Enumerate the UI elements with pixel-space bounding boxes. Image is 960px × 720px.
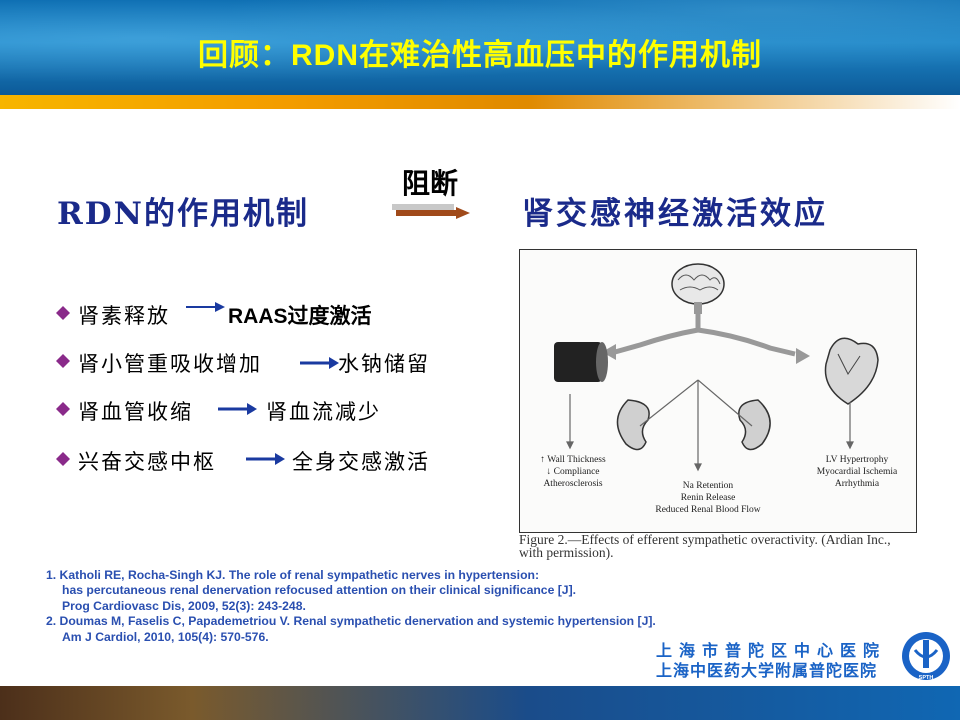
accent-stripe bbox=[0, 95, 960, 109]
figure-label: ↑ Wall Thickness bbox=[540, 455, 606, 465]
mechanism-cause: 肾血管收缩 bbox=[78, 400, 193, 424]
left-effects: ↑ Wall Thickness ↓ Compliance Atheroscle… bbox=[528, 454, 618, 490]
caption-line: with permission). bbox=[519, 545, 614, 560]
right-heading: 肾交感神经激活效应 bbox=[522, 196, 828, 232]
hospital-logo-icon: SPTH bbox=[902, 632, 950, 681]
slide-title: 回顾：RDN在难治性高血压中的作用机制 bbox=[198, 39, 762, 72]
figure-caption: Figure 2.—Effects of efferent sympatheti… bbox=[519, 532, 929, 560]
diamond-bullet-icon bbox=[56, 452, 70, 466]
reference-line: 1. Katholi RE, Rocha-Singh KJ. The role … bbox=[46, 568, 540, 582]
institution-affiliation: 上海中医药大学附属普陀医院 bbox=[656, 661, 878, 680]
mechanism-effect: 全身交感激活 bbox=[292, 450, 430, 474]
arrow-right-icon bbox=[300, 357, 339, 369]
arrow-left-icon bbox=[602, 344, 616, 360]
figure-label: LV Hypertrophy bbox=[825, 455, 889, 465]
figure-label: Myocardial Ischemia bbox=[816, 467, 898, 477]
heart-icon bbox=[824, 337, 879, 405]
block-label: 阻断 bbox=[402, 167, 459, 200]
center-effects: Na Retention Renin Release Reduced Renal… bbox=[628, 480, 788, 516]
block-arrow-icon bbox=[392, 204, 470, 219]
figure-label: ↓ Compliance bbox=[546, 467, 600, 477]
figure-label: Atherosclerosis bbox=[543, 479, 603, 489]
right-effects: LV Hypertrophy Myocardial Ischemia Arrhy… bbox=[804, 454, 910, 490]
arrow-right-icon bbox=[218, 403, 257, 415]
figure-label: Renin Release bbox=[680, 493, 736, 503]
references: 1. Katholi RE, Rocha-Singh KJ. The role … bbox=[46, 568, 656, 645]
header-banner: 回顾：RDN在难治性高血压中的作用机制 bbox=[0, 0, 960, 95]
arrow-right-icon bbox=[246, 453, 285, 465]
reference-line: 2. Doumas M, Faselis C, Papademetriou V.… bbox=[46, 614, 656, 629]
arrow-right-icon bbox=[796, 348, 810, 364]
header-glow bbox=[0, 0, 960, 95]
footer-band bbox=[0, 686, 960, 720]
mechanism-effect: RAAS过度激活 bbox=[228, 305, 372, 328]
diamond-bullet-icon bbox=[56, 306, 70, 320]
reference-line: has percutaneous renal denervation refoc… bbox=[62, 583, 577, 598]
kidney-right-icon bbox=[738, 399, 771, 451]
mechanism-cause: 肾小管重吸收增加 bbox=[78, 352, 262, 376]
figure-label: Arrhythmia bbox=[834, 479, 880, 489]
arrow-right-icon bbox=[186, 302, 225, 312]
kidney-left-icon bbox=[616, 399, 650, 451]
nerve-paths bbox=[614, 312, 796, 357]
figure-diagram bbox=[554, 263, 879, 472]
artery-icon bbox=[554, 342, 608, 382]
left-heading: RDN的作用机制 bbox=[57, 196, 309, 232]
figure-label: Reduced Renal Blood Flow bbox=[655, 505, 761, 515]
diamond-bullet-icon bbox=[56, 402, 70, 416]
down-arrows bbox=[566, 379, 854, 472]
caption-line: Figure 2.—Effects of efferent sympatheti… bbox=[519, 532, 891, 547]
mechanism-cause: 肾素释放 bbox=[78, 304, 170, 328]
diamond-bullet-icon bbox=[56, 354, 70, 368]
reference-line: Am J Cardiol, 2010, 105(4): 570-576. bbox=[62, 629, 269, 644]
svg-text:SPTH: SPTH bbox=[919, 675, 934, 681]
mechanism-effect: 肾血流减少 bbox=[266, 400, 381, 424]
sympathetic-effects-figure: ↑ Wall Thickness ↓ Compliance Atheroscle… bbox=[519, 249, 917, 533]
brain-icon bbox=[671, 263, 725, 314]
mechanism-effect: 水钠储留 bbox=[338, 352, 430, 376]
reference-line: Prog Cardiovasc Dis, 2009, 52(3): 243-24… bbox=[62, 598, 306, 613]
mechanism-cause: 兴奋交感中枢 bbox=[78, 450, 216, 474]
figure-label: Na Retention bbox=[682, 481, 734, 491]
institution-name: 上海市普陀区中心医院 bbox=[656, 641, 887, 660]
